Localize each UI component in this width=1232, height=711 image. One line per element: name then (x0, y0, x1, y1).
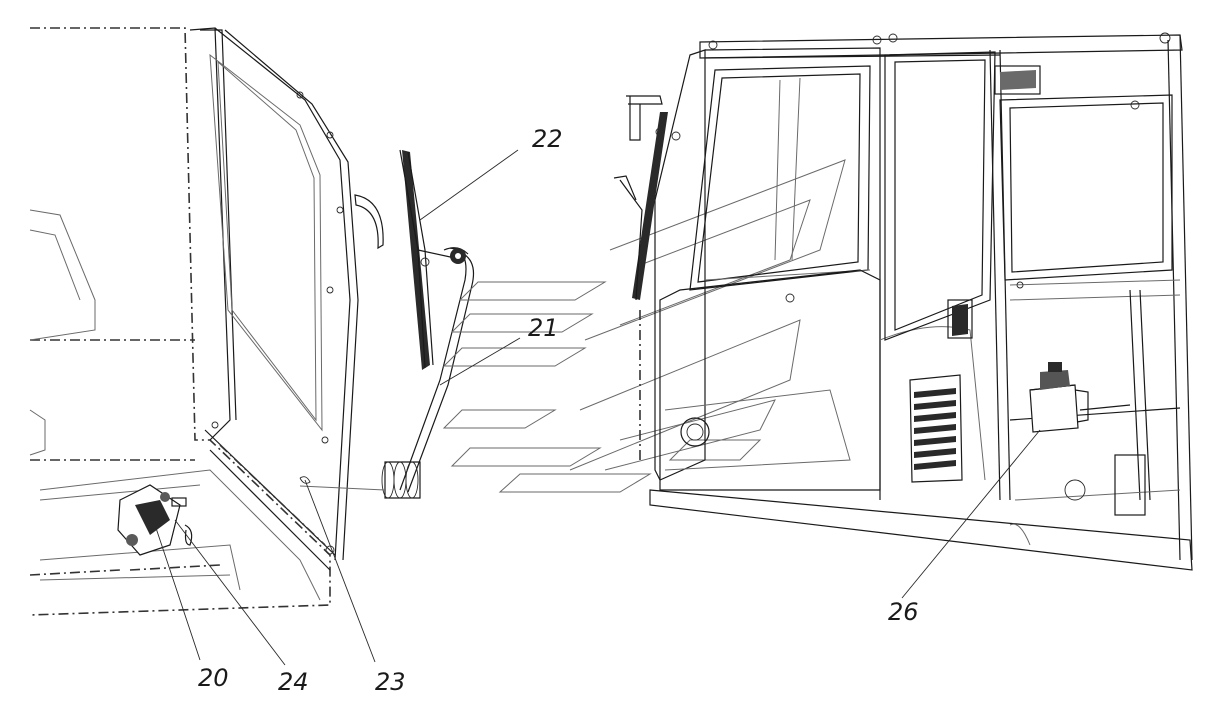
left-cab-frame (29, 27, 384, 616)
right-cab-frame (639, 32, 1193, 571)
vent-grille (914, 388, 956, 470)
washer-tank (1029, 362, 1089, 433)
callout-22: 22 (532, 125, 563, 153)
watermark-logo (442, 159, 846, 493)
callout-21: 21 (528, 314, 559, 342)
callout-26: 26 (888, 598, 919, 626)
wiper-motor-bracket (117, 476, 311, 556)
wiper-arm (299, 247, 475, 499)
callout-20: 20 (198, 664, 229, 692)
leader-lines (149, 149, 1041, 666)
callout-24: 24 (278, 668, 309, 696)
wiper-blade (399, 149, 456, 370)
right-wiper-blade (613, 95, 668, 301)
callout-23: 23 (375, 668, 406, 696)
